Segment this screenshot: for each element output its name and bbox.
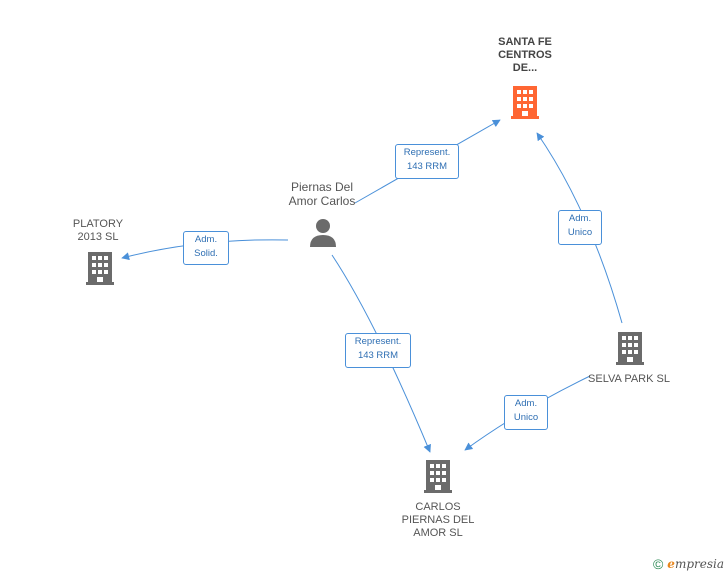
node-label-person[interactable]: Piernas Del Amor Carlos bbox=[288, 180, 356, 208]
building-icon[interactable] bbox=[86, 252, 114, 285]
edge-label-person-carlos: Represent. 143 RRM bbox=[345, 333, 411, 368]
building-icon[interactable] bbox=[616, 332, 644, 365]
person-icon[interactable] bbox=[310, 219, 336, 247]
edge-label-selva-santafe: Adm. Unico bbox=[558, 210, 602, 245]
building-icon[interactable] bbox=[424, 460, 452, 493]
node-label-santa-fe[interactable]: SANTA FE CENTROS DE... bbox=[498, 36, 552, 74]
node-label-platory[interactable]: PLATORY 2013 SL bbox=[72, 218, 124, 243]
brand-logo: empresia bbox=[667, 557, 724, 571]
node-label-carlos-sl[interactable]: CARLOS PIERNAS DEL AMOR SL bbox=[401, 501, 475, 539]
edge-label-selva-carlos: Adm. Unico bbox=[504, 395, 548, 430]
copyright-icon: © bbox=[652, 556, 664, 572]
edge-label-person-santafe: Represent. 143 RRM bbox=[395, 144, 459, 179]
building-icon[interactable] bbox=[511, 86, 539, 119]
footer-brand: © empresia bbox=[653, 556, 724, 572]
edge-label-person-platory: Adm. Solid. bbox=[183, 231, 229, 265]
node-label-selva-park[interactable]: SELVA PARK SL bbox=[588, 373, 670, 385]
